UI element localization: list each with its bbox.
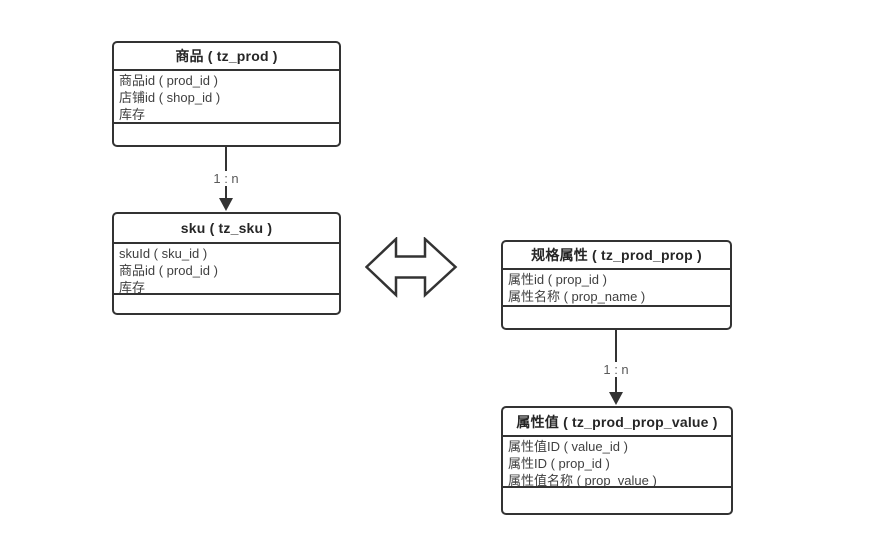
field-prop-id: 属性ID ( prop_id ) xyxy=(508,456,610,471)
field-sku-id: skuId ( sku_id ) xyxy=(119,246,208,261)
field-stock: 库存 xyxy=(119,280,146,295)
entity-prod: 商品 ( tz_prod ) 商品id ( prod_id ) 店铺id ( s… xyxy=(112,41,341,147)
entity-prod-empty-compartment xyxy=(114,124,339,145)
connector-prod-sku-label: 1 : n xyxy=(210,171,242,186)
field-prop-id: 属性id ( prop_id ) xyxy=(508,272,607,287)
field-value-id: 属性值ID ( value_id ) xyxy=(508,439,628,454)
entity-prod-title: 商品 ( tz_prod ) xyxy=(114,43,339,71)
entity-sku-fields: skuId ( sku_id ) 商品id ( prod_id ) 库存 xyxy=(114,244,339,295)
field-prod-id: 商品id ( prod_id ) xyxy=(119,73,218,88)
arrow-down-icon xyxy=(609,392,623,405)
entity-sku-title: sku ( tz_sku ) xyxy=(114,214,339,244)
entity-prod-prop-value-fields: 属性值ID ( value_id ) 属性ID ( prop_id ) 属性值名… xyxy=(503,437,731,488)
field-stock: 库存 xyxy=(119,107,146,122)
entity-prod-prop-empty-compartment xyxy=(503,307,730,328)
entity-prod-prop-value-empty-compartment xyxy=(503,488,731,513)
entity-sku: sku ( tz_sku ) skuId ( sku_id ) 商品id ( p… xyxy=(112,212,341,315)
entity-prod-prop-fields: 属性id ( prop_id ) 属性名称 ( prop_name ) xyxy=(503,270,730,307)
left-right-double-arrow-icon xyxy=(365,237,458,298)
connector-prop-value-label: 1 : n xyxy=(600,362,632,377)
entity-prod-prop-title: 规格属性 ( tz_prod_prop ) xyxy=(503,242,730,270)
arrow-down-icon xyxy=(219,198,233,211)
field-prop-name: 属性名称 ( prop_name ) xyxy=(508,289,646,304)
entity-prod-prop-value: 属性值 ( tz_prod_prop_value ) 属性值ID ( value… xyxy=(501,406,733,515)
field-prop-value: 属性值名称 ( prop_value ) xyxy=(508,473,657,488)
field-shop-id: 店铺id ( shop_id ) xyxy=(119,90,221,105)
entity-sku-empty-compartment xyxy=(114,295,339,313)
field-prod-id: 商品id ( prod_id ) xyxy=(119,263,218,278)
entity-prod-prop-value-title: 属性值 ( tz_prod_prop_value ) xyxy=(503,408,731,437)
entity-prod-prop: 规格属性 ( tz_prod_prop ) 属性id ( prop_id ) 属… xyxy=(501,240,732,330)
entity-prod-fields: 商品id ( prod_id ) 店铺id ( shop_id ) 库存 xyxy=(114,71,339,124)
connector-prop-value-line xyxy=(615,330,617,392)
